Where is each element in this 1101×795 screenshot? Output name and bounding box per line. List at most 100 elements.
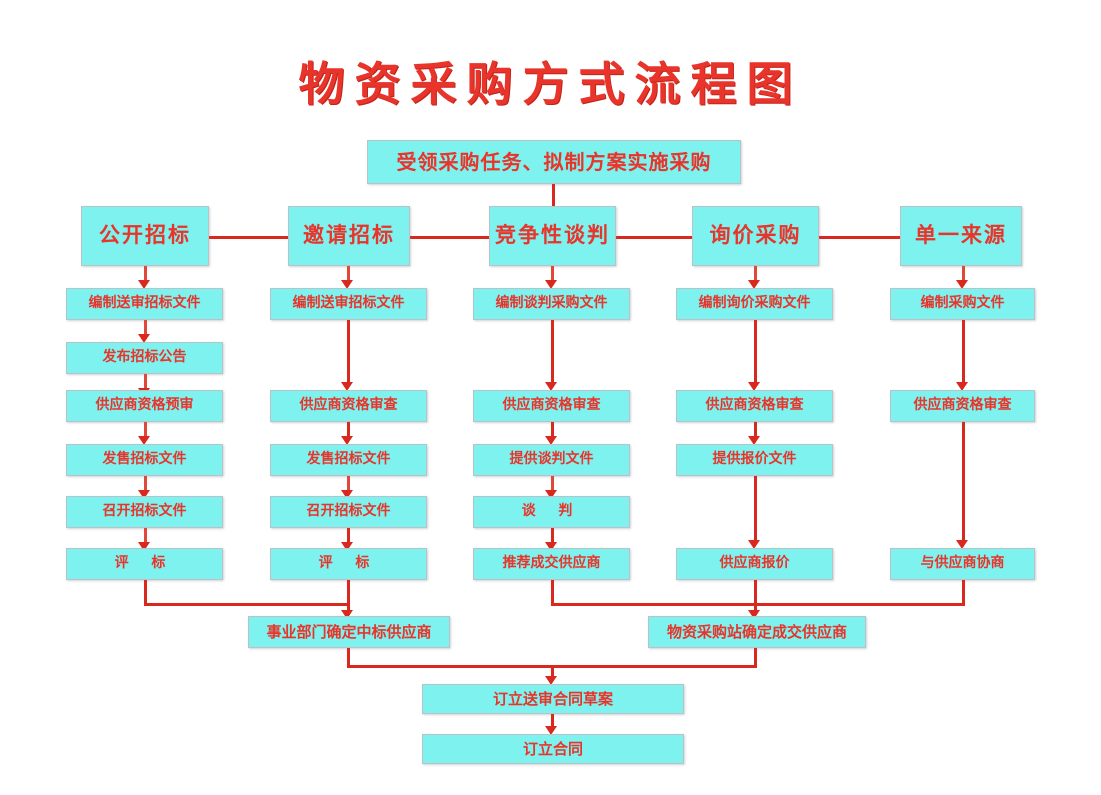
step-node-c4-r6: 与供应商协商 (890, 548, 1035, 580)
step-node-c1-r3: 供应商资格审查 (270, 390, 427, 422)
category-label-3: 询价采购 (709, 223, 802, 248)
connector-c3-r3-r4 (754, 422, 757, 440)
connector-merge-left-bus (144, 603, 350, 606)
connector-merge-right-bus (551, 603, 965, 606)
arrowhead-c0-r2 (138, 334, 150, 343)
arrowhead-c2-r3 (545, 382, 557, 391)
connector-c3-r1-r3 (754, 320, 757, 386)
final-label-contract: 订立合同 (522, 739, 583, 758)
arrowhead-c1-r5 (341, 490, 353, 499)
step-label-c0-r3: 供应商资格预审 (95, 397, 194, 414)
step-node-c0-r6: 评 标 (66, 548, 223, 580)
step-node-c1-r1: 编制送审招标文件 (270, 288, 427, 320)
connector-merge-left-drop-c0 (144, 580, 147, 606)
arrowhead-c0-r1 (138, 280, 150, 289)
connector-category-bus-2 (409, 236, 490, 239)
connector-merge-right-drop-c4 (962, 580, 965, 606)
node-start-label: 受领采购任务、拟制方案实施采购 (396, 150, 712, 174)
category-label-1: 邀请招标 (303, 223, 395, 248)
arrowhead-merge-left (341, 610, 353, 619)
step-node-c0-r1: 编制送审招标文件 (66, 288, 223, 320)
step-node-c3-r1: 编制询价采购文件 (676, 288, 833, 320)
connector-c0-r3-r4 (144, 422, 147, 440)
connector-final-drop-left (347, 648, 350, 668)
arrowhead-c3-r3 (748, 382, 760, 391)
step-node-c1-r5: 召开招标文件 (270, 496, 427, 528)
connector-c1-r1-r3 (347, 320, 350, 386)
arrowhead-c2-r4 (545, 436, 557, 445)
connector-c0-r1-r2 (144, 320, 147, 336)
step-node-c0-r3: 供应商资格预审 (66, 390, 223, 422)
step-label-c0-r4: 发售招标文件 (102, 451, 187, 468)
arrowhead-c0-r6 (138, 542, 150, 551)
connector-c0-r4-r5 (144, 476, 147, 494)
step-label-c1-r4: 发售招标文件 (306, 451, 391, 468)
step-label-c0-r6: 评 标 (114, 555, 175, 572)
arrowhead-c3-r6 (748, 540, 760, 549)
step-label-c1-r6: 评 标 (318, 555, 379, 572)
connector-draft-to-contract (551, 714, 554, 729)
step-node-c2-r5: 谈 判 (473, 496, 630, 528)
connector-merge-right-drop-c3 (754, 580, 757, 615)
step-node-c2-r1: 编制谈判采购文件 (473, 288, 630, 320)
connector-c3-cat-r1 (754, 266, 757, 282)
connector-category-bus-4 (818, 236, 901, 239)
category-label-0: 公开招标 (99, 223, 191, 248)
step-label-c0-r5: 召开招标文件 (102, 503, 187, 520)
category-node-2: 竞争性谈判 (489, 206, 616, 266)
connector-c1-r3-r4 (347, 422, 350, 440)
arrowhead-c4-r6 (956, 540, 968, 549)
connector-c0-r2-r3 (144, 374, 147, 390)
connector-merge-right-drop-c2 (551, 580, 554, 606)
step-label-c2-r1: 编制谈判采购文件 (495, 295, 608, 312)
step-node-c1-r4: 发售招标文件 (270, 444, 427, 476)
arrowhead-c2-r1 (545, 280, 557, 289)
connector-start-to-center (552, 184, 555, 206)
step-label-c4-r6: 与供应商协商 (920, 555, 1005, 572)
arrowhead-c1-r6 (341, 542, 353, 551)
node-start: 受领采购任务、拟制方案实施采购 (367, 140, 741, 184)
category-label-4: 单一来源 (915, 223, 1007, 248)
arrowhead-c4-r1 (956, 280, 968, 289)
connector-final-center (551, 665, 554, 680)
step-label-c0-r1: 编制送审招标文件 (88, 295, 201, 312)
step-node-c2-r6: 推荐成交供应商 (473, 548, 630, 580)
arrowhead-c0-r4 (138, 436, 150, 445)
step-label-c2-r6: 推荐成交供应商 (502, 555, 601, 572)
category-node-3: 询价采购 (692, 206, 819, 266)
step-node-c4-r1: 编制采购文件 (890, 288, 1035, 320)
connector-c4-r3-r6 (962, 422, 965, 542)
arrowhead-c1-r4 (341, 436, 353, 445)
step-label-c4-r3: 供应商资格审查 (913, 397, 1012, 414)
step-label-c1-r5: 召开招标文件 (306, 503, 391, 520)
step-node-c0-r4: 发售招标文件 (66, 444, 223, 476)
final-label-draft: 订立送审合同草案 (492, 689, 613, 708)
connector-c0-cat-r1 (144, 266, 147, 282)
connector-c2-r5-r6 (551, 528, 554, 546)
step-label-c4-r1: 编制采购文件 (920, 295, 1005, 312)
step-node-c0-r5: 召开招标文件 (66, 496, 223, 528)
connector-merge-left-drop-c1 (347, 580, 350, 615)
step-label-c3-r4: 提供报价文件 (712, 451, 797, 468)
arrowhead-c4-r3 (956, 382, 968, 391)
arrowhead-c0-r5 (138, 490, 150, 499)
step-label-c1-r1: 编制送审招标文件 (292, 295, 405, 312)
category-node-4: 单一来源 (900, 206, 1022, 266)
step-label-c3-r6: 供应商报价 (719, 555, 790, 572)
connector-c2-r1-r3 (551, 320, 554, 386)
arrowhead-c1-r3 (341, 382, 353, 391)
step-label-c1-r3: 供应商资格审查 (299, 397, 398, 414)
step-label-c2-r4: 提供谈判文件 (509, 451, 594, 468)
connector-c1-r4-r5 (347, 476, 350, 494)
merge-label-left: 事业部门确定中标供应商 (266, 622, 432, 641)
arrowhead-c2-r6 (545, 542, 557, 551)
step-label-c2-r3: 供应商资格审查 (502, 397, 601, 414)
merge-node-left: 事业部门确定中标供应商 (248, 616, 450, 648)
connector-category-bus-3 (615, 236, 693, 239)
final-node-contract: 订立合同 (422, 734, 684, 764)
arrowhead-c2-r5 (545, 490, 557, 499)
connector-c2-r4-r5 (551, 476, 554, 494)
step-label-c0-r2: 发布招标公告 (102, 349, 187, 366)
connector-c4-r1-r3 (962, 320, 965, 386)
